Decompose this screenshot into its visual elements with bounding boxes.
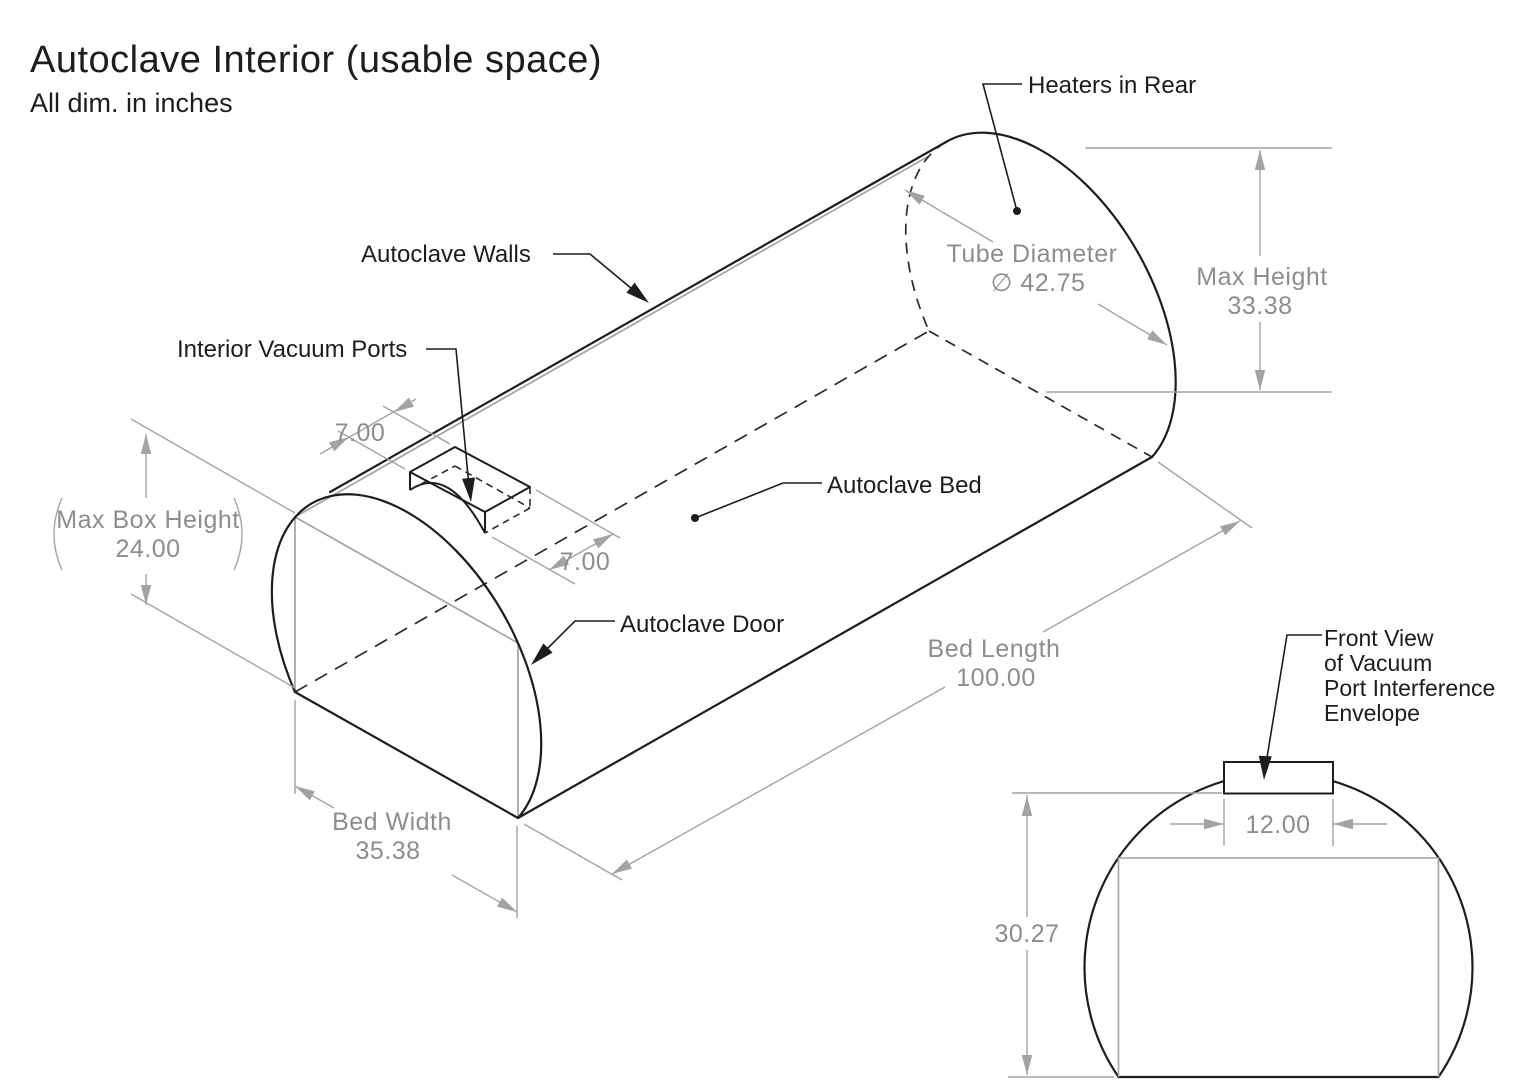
- bed-left-edge-hidden: [294, 330, 930, 693]
- dim-value: 7.00: [335, 419, 386, 447]
- dim-label: Max Box Height: [56, 506, 239, 534]
- front-view-usable-box: [1117, 857, 1440, 1077]
- dim-arrow: [1147, 330, 1170, 350]
- reference-paren-close: [233, 497, 243, 571]
- leader-line: [534, 620, 615, 662]
- callout-text: Autoclave Walls: [361, 241, 531, 268]
- hidden-edges: [294, 141, 1153, 693]
- dim-value: 35.38: [355, 837, 420, 865]
- leader-dot-icon: [1013, 207, 1021, 215]
- dim-bed-length: Bed Length 100.00: [523, 461, 1253, 881]
- dim-port-width: 12.00: [1170, 799, 1387, 846]
- reference-paren-open: [53, 497, 63, 571]
- dim-arrow: [1204, 818, 1224, 830]
- dim-arrow: [593, 529, 616, 549]
- dim-ext-line: [491, 536, 576, 585]
- page-title: Autoclave Interior (usable space): [30, 39, 602, 81]
- callout-text: of Vacuum: [1324, 650, 1432, 676]
- dim-arrow: [497, 897, 520, 917]
- dim-ext-line: [130, 593, 296, 689]
- callout-text: Front View: [1324, 625, 1434, 651]
- dim-value: 24.00: [115, 535, 180, 563]
- port-bottom-right-edge-hidden: [484, 507, 531, 534]
- callout-text: Autoclave Door: [620, 611, 784, 638]
- leader-line: [426, 348, 471, 498]
- box-top-left-edge: [294, 155, 930, 518]
- dim-tube-diameter: Tube Diameter ∅ 42.75: [902, 185, 1170, 350]
- callout-text: Port Interference: [1324, 675, 1495, 701]
- callout-text: Interior Vacuum Ports: [177, 336, 407, 363]
- dim-arrow: [609, 859, 632, 879]
- dim-bed-width: Bed Width 35.38: [292, 700, 520, 918]
- tube-top-silhouette: [328, 140, 948, 494]
- dim-label: Bed Length: [928, 635, 1061, 663]
- dim-arrow: [1333, 818, 1353, 830]
- dim-arrow: [292, 781, 315, 801]
- dim-arrow: [1254, 150, 1266, 170]
- dim-label: Bed Width: [332, 808, 452, 836]
- rear-face-arc: [944, 131, 1177, 459]
- dim-arrow: [140, 434, 152, 454]
- leader-line: [553, 253, 645, 300]
- dim-line: [611, 686, 946, 875]
- callout-text: Envelope: [1324, 700, 1420, 726]
- page-subtitle: All dim. in inches: [30, 88, 233, 118]
- dim-arrow: [1021, 796, 1033, 816]
- callout-heaters: Heaters in Rear: [981, 72, 1196, 215]
- callout-door: Autoclave Door: [526, 611, 784, 670]
- dim-arrow: [391, 397, 414, 417]
- leader-dot-icon: [691, 514, 699, 522]
- dim-ext-line: [523, 823, 623, 881]
- callout-text: Autoclave Bed: [827, 472, 982, 499]
- dim-ext-line: [130, 418, 296, 514]
- dim-max-box-height: Max Box Height 24.00: [53, 418, 296, 689]
- bed-front-edge: [293, 690, 520, 820]
- leader-arrow-icon: [626, 282, 654, 309]
- front-view: 12.00 30.27 Front View of Vacuum Port In…: [994, 625, 1495, 1079]
- dim-value: 30.27: [994, 920, 1059, 948]
- dim-ext-line: [382, 405, 451, 445]
- leader-line: [981, 83, 1022, 212]
- callout-vacuum-ports: Interior Vacuum Ports: [177, 336, 478, 503]
- dim-ext-line: [535, 489, 621, 539]
- usable-box-envelope: [294, 155, 930, 818]
- leader-line: [1263, 634, 1322, 777]
- tube-outline: [270, 131, 1177, 820]
- callout-bed: Autoclave Bed: [691, 472, 982, 522]
- dim-max-height: Max Height 33.38: [1046, 147, 1332, 393]
- dim-arrow: [1254, 370, 1266, 390]
- port-bottom-left-edge-hidden: [409, 465, 456, 491]
- dim-value: 33.38: [1227, 292, 1292, 320]
- dim-port-length-left: 7.00: [319, 397, 451, 470]
- dim-arrow: [140, 585, 152, 605]
- dim-label: Tube Diameter: [947, 240, 1118, 268]
- leader-arrow-icon: [462, 477, 478, 503]
- dim-value: ∅ 42.75: [991, 269, 1086, 297]
- callout-text: Heaters in Rear: [1028, 72, 1196, 99]
- port-bottom-front-curve: [409, 481, 486, 534]
- bed-rear-edge-hidden: [928, 330, 1153, 458]
- dim-arrow: [902, 185, 925, 205]
- bed-right-edge: [516, 455, 1154, 820]
- dim-line: [1042, 520, 1241, 633]
- dim-usable-height: 30.27: [994, 792, 1222, 1078]
- dim-port-length-right: 7.00: [491, 489, 621, 585]
- dim-arrow: [1021, 1055, 1033, 1075]
- callout-walls: Autoclave Walls: [361, 241, 654, 309]
- rear-rim-hidden-arc: [904, 141, 947, 332]
- dim-label: Max Height: [1196, 263, 1327, 291]
- box-front-top-edge: [294, 516, 519, 644]
- callout-front-view: Front View of Vacuum Port Interference E…: [1257, 625, 1495, 781]
- door-face-arc: [270, 493, 543, 820]
- dim-value: 7.00: [560, 548, 611, 576]
- dim-value: 12.00: [1245, 811, 1310, 839]
- front-view-port-envelope-notch: [1223, 761, 1334, 795]
- dim-value: 100.00: [956, 664, 1035, 692]
- leader-line: [694, 482, 822, 519]
- dim-ext-line: [1157, 461, 1253, 529]
